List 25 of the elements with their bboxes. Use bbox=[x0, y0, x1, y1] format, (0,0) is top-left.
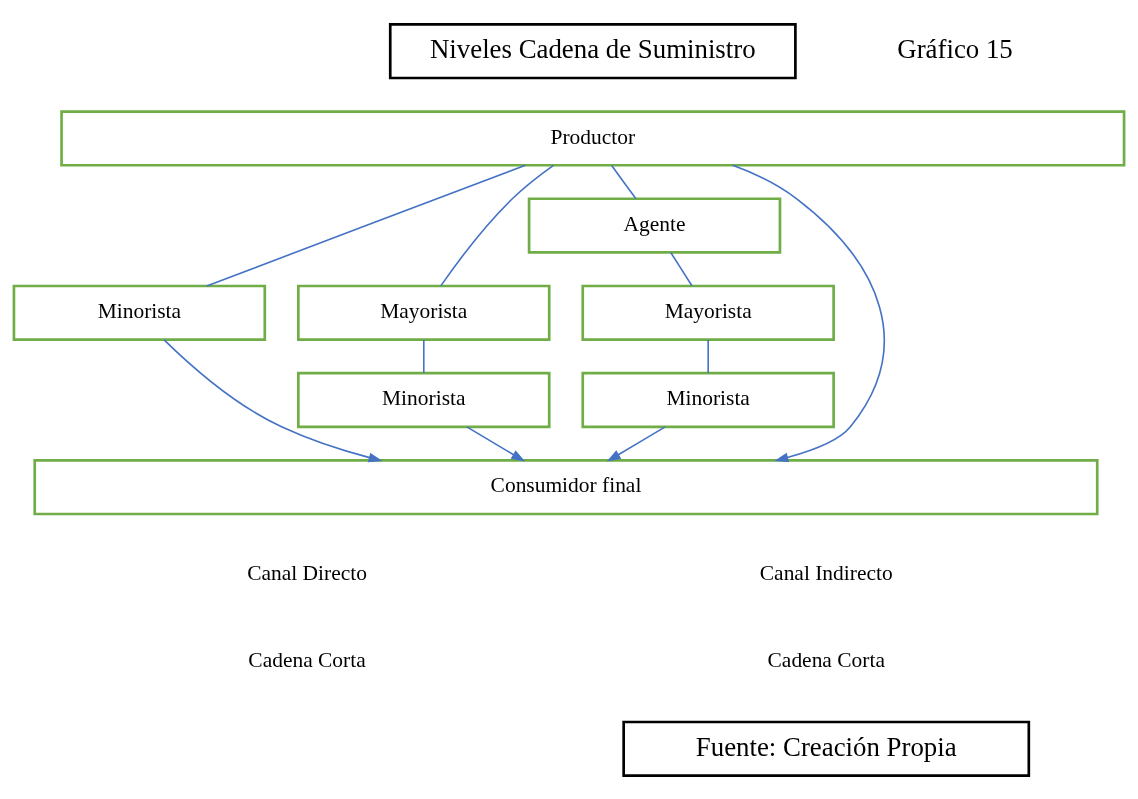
node-box: Agente bbox=[527, 196, 782, 254]
arrow bbox=[731, 163, 885, 462]
node-box: Niveles Cadena de Suministro bbox=[388, 22, 797, 79]
connector bbox=[610, 164, 637, 199]
label: Canal Directo bbox=[247, 560, 367, 584]
connector bbox=[670, 251, 693, 287]
node-box: Minorista bbox=[297, 371, 551, 428]
label: Cadena Corta bbox=[767, 647, 885, 672]
connector bbox=[707, 338, 709, 374]
node-box: Minorista bbox=[12, 284, 267, 341]
connector bbox=[440, 164, 555, 286]
arrow bbox=[606, 425, 666, 462]
connector bbox=[205, 163, 527, 287]
connector bbox=[422, 338, 425, 374]
node-box: Consumidor final bbox=[33, 458, 1099, 515]
label: Gráfico 15 bbox=[897, 33, 1013, 64]
label: Cadena Corta bbox=[248, 647, 366, 672]
node-box: Fuente: Creación Propia bbox=[622, 720, 1031, 777]
arrow bbox=[163, 338, 383, 462]
node-box: Productor bbox=[60, 109, 1126, 167]
arrow bbox=[466, 425, 526, 462]
node-box: Mayorista bbox=[297, 284, 551, 341]
label: Canal Indirecto bbox=[759, 560, 893, 584]
node-box: Minorista bbox=[581, 371, 835, 428]
node-box: Mayorista bbox=[581, 284, 835, 341]
